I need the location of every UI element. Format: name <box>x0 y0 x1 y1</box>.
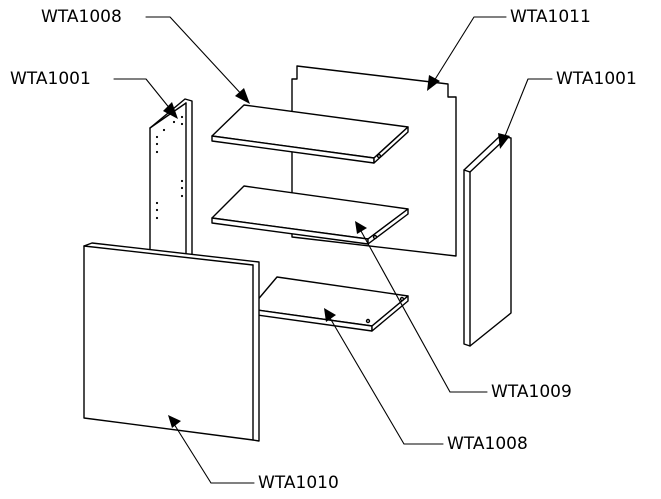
label-left-side: WTA1001 <box>10 69 91 89</box>
arrowhead-back-panel <box>427 75 440 91</box>
leader-shelf-bottom <box>329 317 444 445</box>
leader-right-side <box>504 78 553 137</box>
shelf-top <box>211 104 409 164</box>
leader-door <box>173 423 255 484</box>
arrowhead-shelf-bottom <box>324 308 336 322</box>
leader-back-panel <box>433 16 507 82</box>
leader-left-side <box>113 78 172 111</box>
leader-shelf-top <box>145 16 245 98</box>
shelf-pin-holes <box>155 115 184 220</box>
door-panel <box>83 242 260 442</box>
label-back-panel: WTA1011 <box>510 7 591 27</box>
label-shelf-bottom: WTA1008 <box>447 434 528 454</box>
label-right-side: WTA1001 <box>556 69 637 89</box>
label-door-panel: WTA1010 <box>258 473 339 493</box>
right-side-panel <box>463 135 512 347</box>
label-shelf-middle: WTA1009 <box>491 382 572 402</box>
arrowhead-left-side <box>163 102 178 119</box>
arrowhead-right-side <box>498 133 510 149</box>
arrowhead-shelf-top <box>235 88 250 104</box>
leader-arrowheads <box>163 75 510 428</box>
arrowhead-shelf-middle <box>355 221 367 234</box>
leader-shelf-middle <box>360 230 488 393</box>
left-side-panel <box>149 98 193 263</box>
label-shelf-top: WTA1008 <box>41 7 122 27</box>
arrowhead-door <box>168 415 181 428</box>
shelf-bottom <box>249 276 409 332</box>
leader-lines <box>113 16 553 484</box>
